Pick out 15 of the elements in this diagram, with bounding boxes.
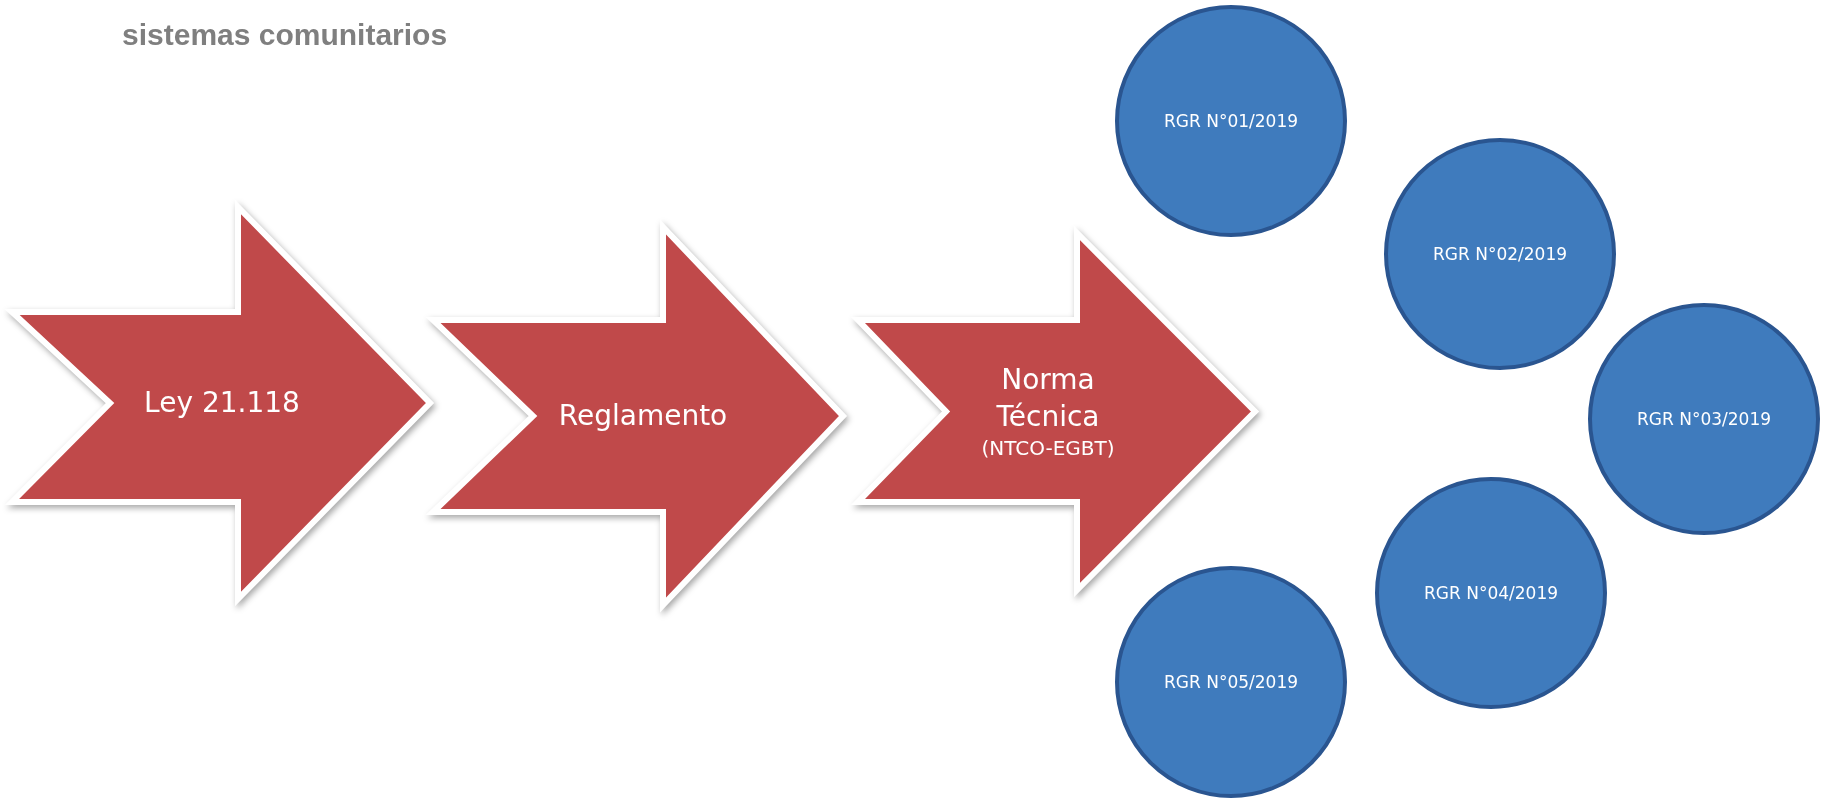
heading-text: sistemas comunitarios: [122, 18, 448, 52]
circle-node: [1375, 477, 1607, 709]
node-label: RGR N°02/2019: [1432, 242, 1567, 266]
node-label: RGR N°04/2019: [1423, 581, 1558, 605]
circle-node: [1588, 303, 1820, 535]
node-label: RGR N°03/2019: [1636, 407, 1771, 431]
circle-node: [1115, 566, 1347, 798]
node-label: Ley 21.118: [144, 384, 300, 421]
node-label: RGR N°01/2019: [1163, 109, 1298, 133]
node-label: Reglamento: [558, 397, 728, 434]
circle-node: [1384, 138, 1616, 370]
circle-node: [1115, 5, 1347, 237]
node-subtitle: (NTCO-EGBT): [981, 434, 1115, 461]
node-label: Norma Técnica: [995, 362, 1101, 435]
node-label: RGR N°05/2019: [1163, 670, 1298, 694]
